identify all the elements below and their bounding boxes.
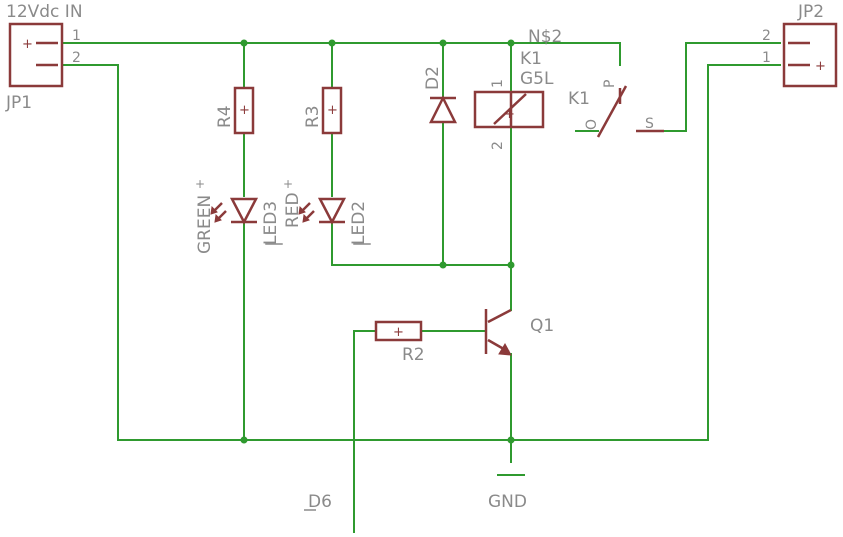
d6-label: D6 bbox=[308, 492, 332, 512]
transistor-q1: Q1 bbox=[484, 308, 554, 356]
r3-plus-mark: + bbox=[327, 103, 338, 118]
k1-switch-arm bbox=[596, 85, 628, 138]
led2-triangle bbox=[317, 197, 347, 225]
jp2-connector: + 2 1 JP2 bbox=[762, 2, 838, 88]
r3-body bbox=[321, 86, 343, 135]
junction-dot bbox=[240, 436, 248, 444]
switch-o-label: O bbox=[584, 119, 600, 130]
q1-emitter-arrow bbox=[498, 342, 512, 356]
r4-label: R4 bbox=[215, 105, 235, 128]
resistor-r4: + R4 bbox=[215, 86, 255, 135]
jp2-plus-mark: + bbox=[815, 59, 826, 74]
junction-dot bbox=[507, 436, 515, 444]
jp1-pin2-label: 2 bbox=[72, 50, 81, 66]
switch-s-label: S bbox=[645, 116, 654, 132]
junction-dot bbox=[328, 39, 336, 47]
wire-gnd-rail bbox=[61, 64, 781, 441]
gnd-label: GND bbox=[488, 492, 527, 512]
r4-body bbox=[233, 86, 255, 135]
relay-k1-switch: K1 O P S bbox=[568, 80, 664, 138]
junction-dot bbox=[507, 261, 515, 269]
title-label: 12Vdc IN bbox=[6, 2, 83, 22]
red-label: RED bbox=[283, 192, 303, 228]
junction-dot bbox=[507, 39, 515, 47]
relay-k1-coil: + 1 2 N$2 K1 G5L bbox=[473, 27, 562, 150]
jp1-label: JP1 bbox=[5, 93, 32, 113]
junction-dot bbox=[439, 261, 447, 269]
k1-plus-mark: + bbox=[504, 107, 515, 122]
k1-pin2-label: 2 bbox=[490, 141, 506, 150]
jp1-pin1-label: 1 bbox=[72, 28, 81, 44]
r2-body bbox=[374, 320, 423, 342]
wire-d6-r2 bbox=[353, 330, 377, 533]
led3-label: LED3 bbox=[261, 201, 281, 245]
wire-jp2-pin2 bbox=[663, 42, 781, 132]
k1-pin1-label: 1 bbox=[490, 79, 506, 88]
led2-label: LED2 bbox=[349, 201, 369, 245]
wires bbox=[61, 42, 781, 533]
junction-dot bbox=[240, 39, 248, 47]
junction-dot bbox=[439, 39, 447, 47]
jp1-connector: + 1 2 JP1 12Vdc IN bbox=[5, 2, 83, 113]
d2-triangle bbox=[428, 95, 458, 124]
led3-green: LED3 GREEN + bbox=[195, 177, 283, 254]
resistor-r2: + R2 bbox=[374, 320, 425, 365]
r2-plus-mark: + bbox=[393, 325, 404, 340]
led3-arrow-head bbox=[210, 205, 218, 215]
switch-p-label: P bbox=[602, 80, 618, 88]
led2-arrow-head bbox=[298, 205, 306, 215]
green-label: GREEN bbox=[195, 195, 215, 254]
diode-d2: D2 bbox=[423, 66, 458, 124]
r2-label: R2 bbox=[402, 345, 425, 365]
led2-red: LED2 RED + bbox=[283, 177, 371, 245]
jp2-pin2-label: 2 bbox=[762, 28, 771, 44]
q1-collector bbox=[487, 308, 512, 324]
resistor-r3: + R3 bbox=[303, 86, 343, 135]
jp1-plus-mark: + bbox=[22, 37, 33, 52]
net-n2-label: N$2 bbox=[528, 27, 562, 47]
led3-triangle bbox=[229, 197, 259, 225]
k1-label: K1 bbox=[520, 49, 542, 69]
junctions bbox=[240, 39, 515, 444]
led3-arrow-head bbox=[214, 213, 222, 223]
k1-switch-label: K1 bbox=[568, 89, 590, 109]
jp2-body bbox=[782, 22, 838, 88]
jp2-label: JP2 bbox=[797, 2, 824, 22]
g5l-label: G5L bbox=[520, 69, 554, 89]
k1-coil-body bbox=[473, 90, 545, 129]
led2-plus-mark: + bbox=[283, 177, 293, 191]
led3-plus-mark: + bbox=[195, 177, 205, 191]
led2-arrow-head bbox=[302, 213, 310, 223]
jp2-pin1-label: 1 bbox=[762, 50, 771, 66]
wire-led2-collector bbox=[331, 223, 512, 266]
d2-label: D2 bbox=[423, 66, 443, 90]
r4-plus-mark: + bbox=[239, 103, 250, 118]
jp1-body bbox=[8, 22, 64, 88]
wire-12v-rail bbox=[61, 42, 621, 66]
q1-label: Q1 bbox=[530, 316, 554, 336]
r3-label: R3 bbox=[303, 105, 323, 128]
